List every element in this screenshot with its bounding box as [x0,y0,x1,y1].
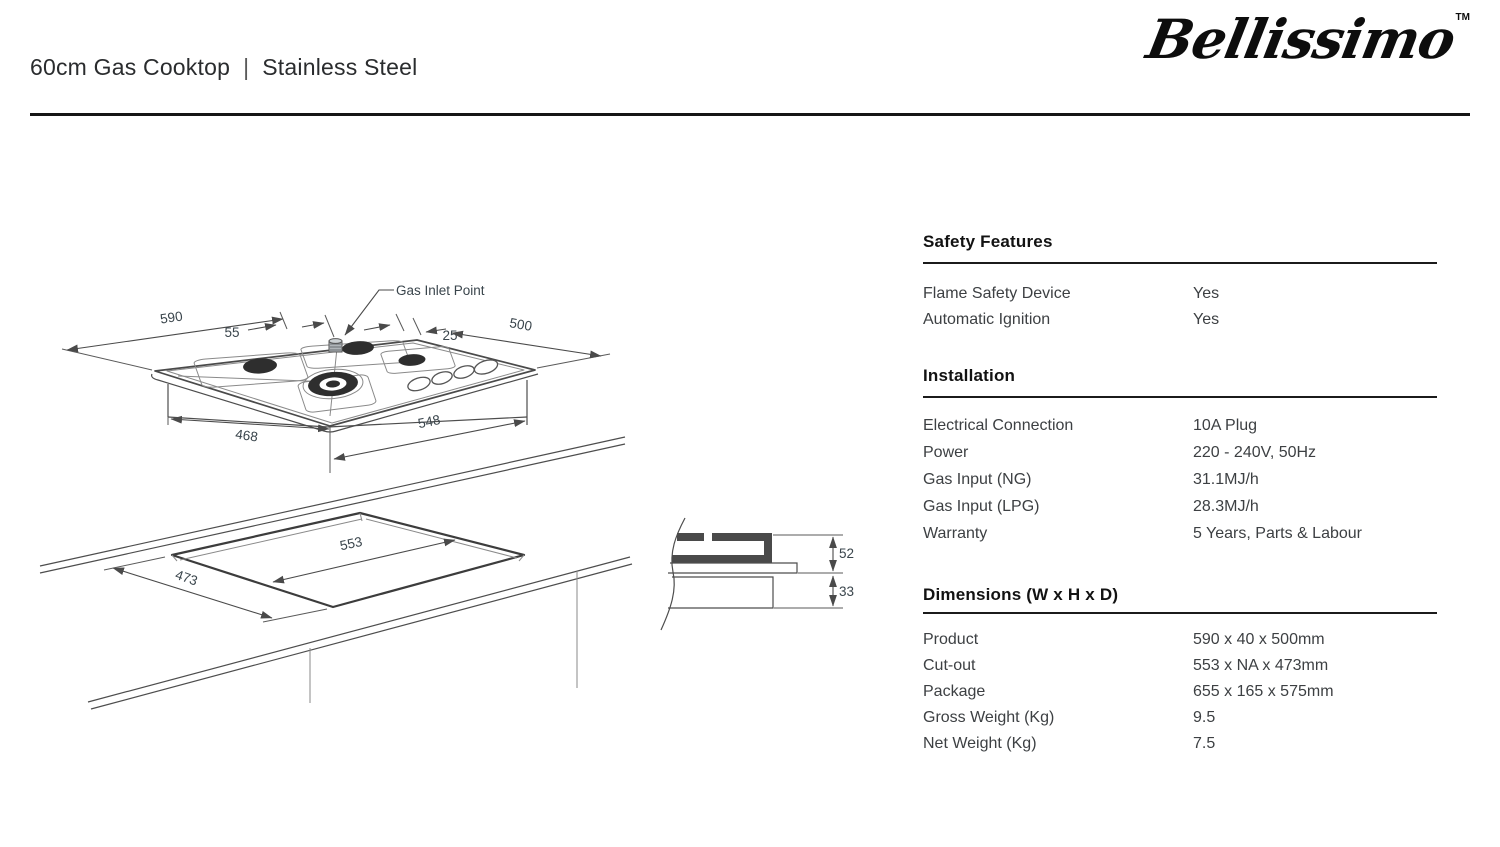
product-finish: Stainless Steel [262,54,418,80]
burner-wok [302,368,364,400]
spec-row: Electrical Connection 10A Plug [923,412,1437,439]
dim-label-52: 52 [839,546,854,561]
section-dimensions: Dimensions (W x H x D) Product 590 x 40 … [923,585,1437,757]
spec-row: Automatic Ignition Yes [923,307,1437,333]
section-divider [923,396,1437,398]
spec-label: Package [923,683,986,700]
spec-value: 9.5 [1193,709,1216,726]
section-title: Dimensions (W x H x D) [923,585,1119,604]
spec-row: Gross Weight (Kg) 9.5 [923,705,1437,731]
spec-row: Flame Safety Device Yes [923,281,1437,307]
spec-label: Automatic Ignition [923,311,1051,328]
dim-label-33: 33 [839,584,854,599]
dim-label-590: 590 [159,308,184,326]
cooktop-isometric-view: Gas Inlet Point 590 55 25 500 46 [61,283,611,473]
title-separator: | [243,54,250,80]
brand-logo: BellissimoTM [1141,7,1470,71]
spec-value: 220 - 240V, 50Hz [1193,444,1317,461]
spec-label: Net Weight (Kg) [923,735,1037,752]
spec-value: 31.1MJ/h [1193,471,1259,488]
gas-inlet-leader-line [344,289,394,336]
spec-row: Power 220 - 240V, 50Hz [923,439,1437,466]
section-safety-features: Safety Features Flame Safety Device Yes … [923,232,1437,333]
burner-right [398,354,426,366]
trademark-symbol: TM [1455,12,1470,23]
benchtop-cutout-view: 553 473 [39,436,633,710]
gas-inlet-label: Gas Inlet Point [396,283,485,298]
spec-label: Product [923,631,979,648]
section-divider [923,262,1437,264]
dim-label-25: 25 [442,328,457,343]
spec-row: Product 590 x 40 x 500mm [923,627,1437,653]
spec-value: 655 x 165 x 575mm [1193,683,1334,700]
page-title: 60cm Gas Cooktop | Stainless Steel [30,52,417,82]
spec-label: Warranty [923,525,988,542]
control-knobs [407,359,499,392]
dim-label-553: 553 [338,534,363,553]
section-title: Installation [923,366,1016,385]
dim-label-500: 500 [508,315,533,334]
spec-row: Net Weight (Kg) 7.5 [923,731,1437,757]
spec-row: Gas Input (NG) 31.1MJ/h [923,466,1437,493]
product-name: 60cm Gas Cooktop [30,54,231,80]
dim-label-473: 473 [173,567,199,589]
spec-label: Power [923,444,969,461]
spec-label: Gas Input (NG) [923,471,1032,488]
spec-value: 10A Plug [1193,417,1258,434]
burner-back [342,341,374,355]
spec-row: Warranty 5 Years, Parts & Labour [923,520,1437,547]
spec-value: 5 Years, Parts & Labour [1193,525,1362,542]
spec-value: Yes [1193,285,1220,302]
header-divider [30,113,1470,116]
burner-left [243,358,277,374]
dim-label-55: 55 [224,325,239,340]
spec-panel: Safety Features Flame Safety Device Yes … [923,0,1437,847]
section-divider [923,612,1437,614]
spec-row: Gas Input (LPG) 28.3MJ/h [923,493,1437,520]
spec-value: 590 x 40 x 500mm [1193,631,1325,648]
spec-label: Gas Input (LPG) [923,498,1040,515]
section-installation: Installation Electrical Connection 10A P… [923,366,1437,547]
spec-row: Package 655 x 165 x 575mm [923,679,1437,705]
spec-label: Flame Safety Device [923,285,1071,302]
spec-label: Gross Weight (Kg) [923,709,1055,726]
cutout-hole [170,511,526,609]
gas-inlet-fitting [328,338,343,353]
spec-value: 28.3MJ/h [1193,498,1259,515]
spec-label: Cut-out [923,657,976,674]
pan-support-left [193,352,309,388]
spec-row: Cut-out 553 x NA x 473mm [923,653,1437,679]
spec-value: Yes [1193,311,1220,328]
technical-drawing: Gas Inlet Point 590 55 25 500 46 [39,283,854,710]
spec-value: 553 x NA x 473mm [1193,657,1329,674]
dim-label-468: 468 [234,427,258,445]
dim-label-548: 548 [417,412,442,431]
section-title: Safety Features [923,232,1053,251]
spec-value: 7.5 [1193,735,1216,752]
side-profile-view: 52 33 [660,517,854,631]
spec-label: Electrical Connection [923,417,1074,434]
